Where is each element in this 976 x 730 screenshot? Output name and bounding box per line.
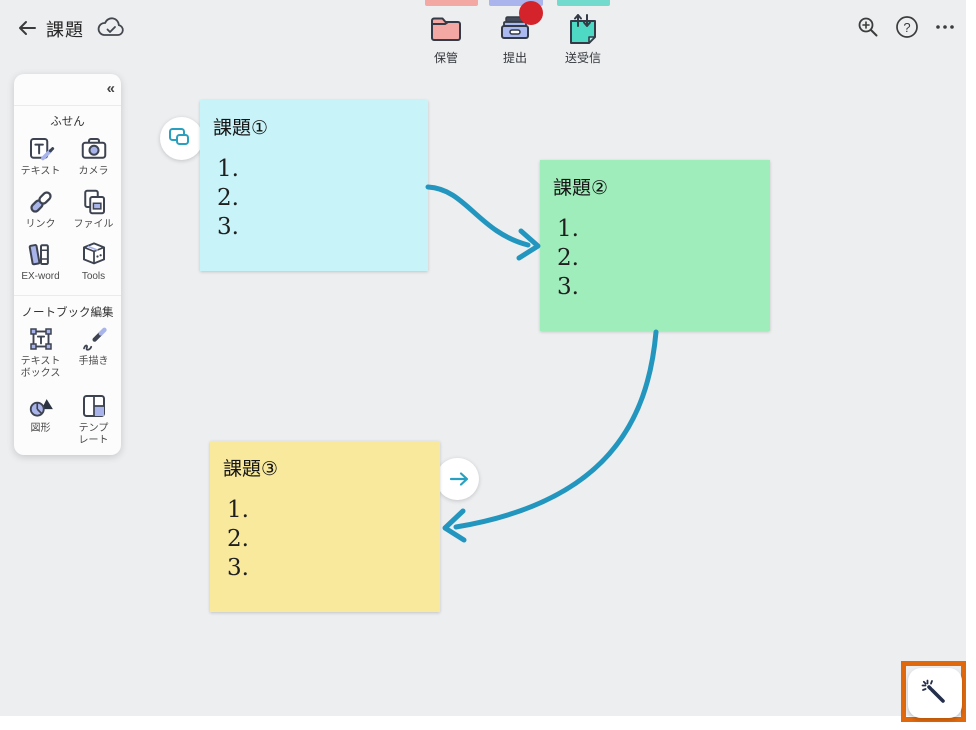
tab-strip-1 (425, 0, 478, 6)
sticky-note-3[interactable]: 課題③ 1. 2. 3. (210, 441, 440, 612)
sidebar-item-link[interactable]: リンク (14, 187, 67, 231)
divider (14, 295, 121, 296)
toolbar-label: 保管 (433, 51, 458, 65)
note-title: 課題③ (223, 459, 279, 480)
template-icon (82, 395, 105, 417)
notification-badge (519, 1, 543, 25)
magic-wand-icon (921, 679, 945, 703)
magic-wand-button[interactable] (908, 668, 962, 718)
toolbar-button-teishutsu[interactable]: 提出 (487, 10, 543, 66)
sidebar-item-exword[interactable]: EX-word (14, 239, 67, 283)
toolbar-label: 送受信 (564, 51, 601, 65)
folder-icon (427, 10, 465, 46)
sidebar-item-template[interactable]: テンプ レート (67, 391, 120, 447)
tab-strip-2 (489, 0, 543, 6)
section-title-notebook-edit: ノートブック編集 (21, 307, 114, 319)
next-connector-button[interactable] (436, 458, 479, 500)
notebook-canvas[interactable] (0, 0, 966, 716)
dictionary-icon (28, 244, 49, 266)
back-arrow-icon (19, 21, 36, 35)
text-box-icon (29, 328, 52, 350)
tools-icon (82, 242, 105, 265)
toolbar-button-hokan[interactable]: 保管 (418, 10, 474, 66)
collapse-sidebar-button[interactable]: « (106, 80, 115, 97)
marker-pen-icon (82, 327, 107, 351)
note-title: 課題② (553, 178, 609, 199)
help-icon[interactable]: ? (894, 14, 920, 40)
sidebar-item-camera[interactable]: カメラ (67, 134, 120, 178)
send-receive-icon (564, 10, 602, 46)
arrow-right-icon (449, 472, 469, 486)
note-body: 1. 2. 3. (557, 216, 579, 300)
duplicate-note-button[interactable] (160, 117, 203, 160)
sidebar-item-file[interactable]: ファイル (67, 187, 120, 231)
text-note-icon (29, 138, 54, 161)
note-title: 課題① (213, 118, 269, 139)
sticky-note-1[interactable]: 課題① 1. 2. 3. (200, 100, 428, 271)
sidebar-item-textbox[interactable]: テキスト ボックス (14, 324, 67, 380)
sidebar-item-tools[interactable]: Tools (67, 239, 120, 283)
divider (14, 105, 121, 106)
shapes-icon (29, 399, 53, 417)
page-title: 課題 (46, 20, 84, 40)
svg-text:?: ? (903, 20, 910, 35)
duplicate-icon (169, 128, 189, 145)
sticky-note-2[interactable]: 課題② 1. 2. 3. (540, 160, 770, 331)
camera-icon (81, 138, 106, 159)
note-body: 1. 2. 3. (217, 156, 239, 240)
tool-sidebar: « ふせん テキスト カメラ (14, 74, 121, 455)
more-options-icon[interactable] (932, 14, 958, 40)
zoom-icon[interactable] (855, 14, 881, 40)
sidebar-item-text[interactable]: テキスト (14, 134, 67, 178)
toolbar-button-soujushin[interactable]: 送受信 (555, 10, 611, 66)
link-icon (29, 191, 52, 213)
sidebar-item-shapes[interactable]: 図形 (14, 391, 67, 447)
back-button[interactable] (12, 13, 42, 43)
sidebar-item-handdraw[interactable]: 手描き (67, 324, 120, 380)
note-body: 1. 2. 3. (227, 497, 249, 581)
highlight-annotation (901, 661, 966, 722)
tab-strip-3 (557, 0, 610, 6)
file-icon (83, 189, 105, 215)
cloud-sync-icon (95, 13, 127, 43)
section-title-fusen: ふせん (50, 116, 85, 128)
toolbar-label: 提出 (502, 51, 527, 65)
